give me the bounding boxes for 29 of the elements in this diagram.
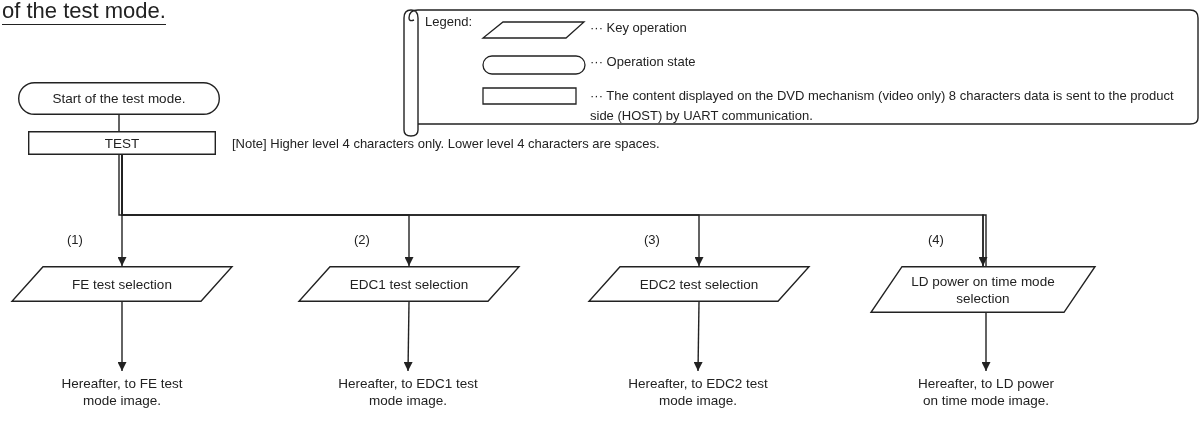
- callout-number: (4): [928, 232, 944, 247]
- node-label: LD power on time mode selection: [910, 272, 1056, 307]
- process-box: [28, 131, 216, 155]
- node-label: EDC2 test selection: [639, 275, 759, 293]
- input-parallelogram: [11, 266, 233, 302]
- callout-number: (1): [67, 232, 83, 247]
- node-label: Start of the test mode.: [52, 90, 186, 107]
- legend-heading: Legend:: [425, 14, 472, 29]
- terminal-box: [18, 82, 220, 115]
- note-text: [Note] Higher level 4 characters only. Lower level 4 characters are spaces.: [232, 136, 660, 151]
- node-label: Hereafter, to LD power on time mode image.: [917, 375, 1055, 409]
- arrow: [117, 301, 127, 372]
- legend-text: ··· Operation state: [590, 53, 697, 71]
- input-parallelogram: [298, 266, 520, 302]
- callout-number: (3): [644, 232, 660, 247]
- node-label: Hereafter, to FE test mode image.: [60, 375, 184, 409]
- arrow: [403, 301, 413, 372]
- input-parallelogram: [870, 266, 1096, 313]
- node-label: Hereafter, to EDC1 test mode image.: [337, 375, 479, 409]
- node-label: FE test selection: [72, 275, 172, 293]
- legend-text: ··· The content displayed on the DVD mechanism (video only) 8 characters data is sent to the product side (HOST) by UART communication.: [590, 87, 1175, 125]
- arrow: [693, 301, 703, 372]
- node-label: Hereafter, to EDC2 test mode image.: [627, 375, 769, 409]
- callout-number: (2): [354, 232, 370, 247]
- legend-text: ··· Key operation: [590, 19, 688, 37]
- node-label: EDC1 test selection: [349, 275, 469, 293]
- heading-title: of the test mode.: [2, 0, 166, 25]
- input-parallelogram: [588, 266, 810, 302]
- node-label: TEST: [104, 134, 140, 152]
